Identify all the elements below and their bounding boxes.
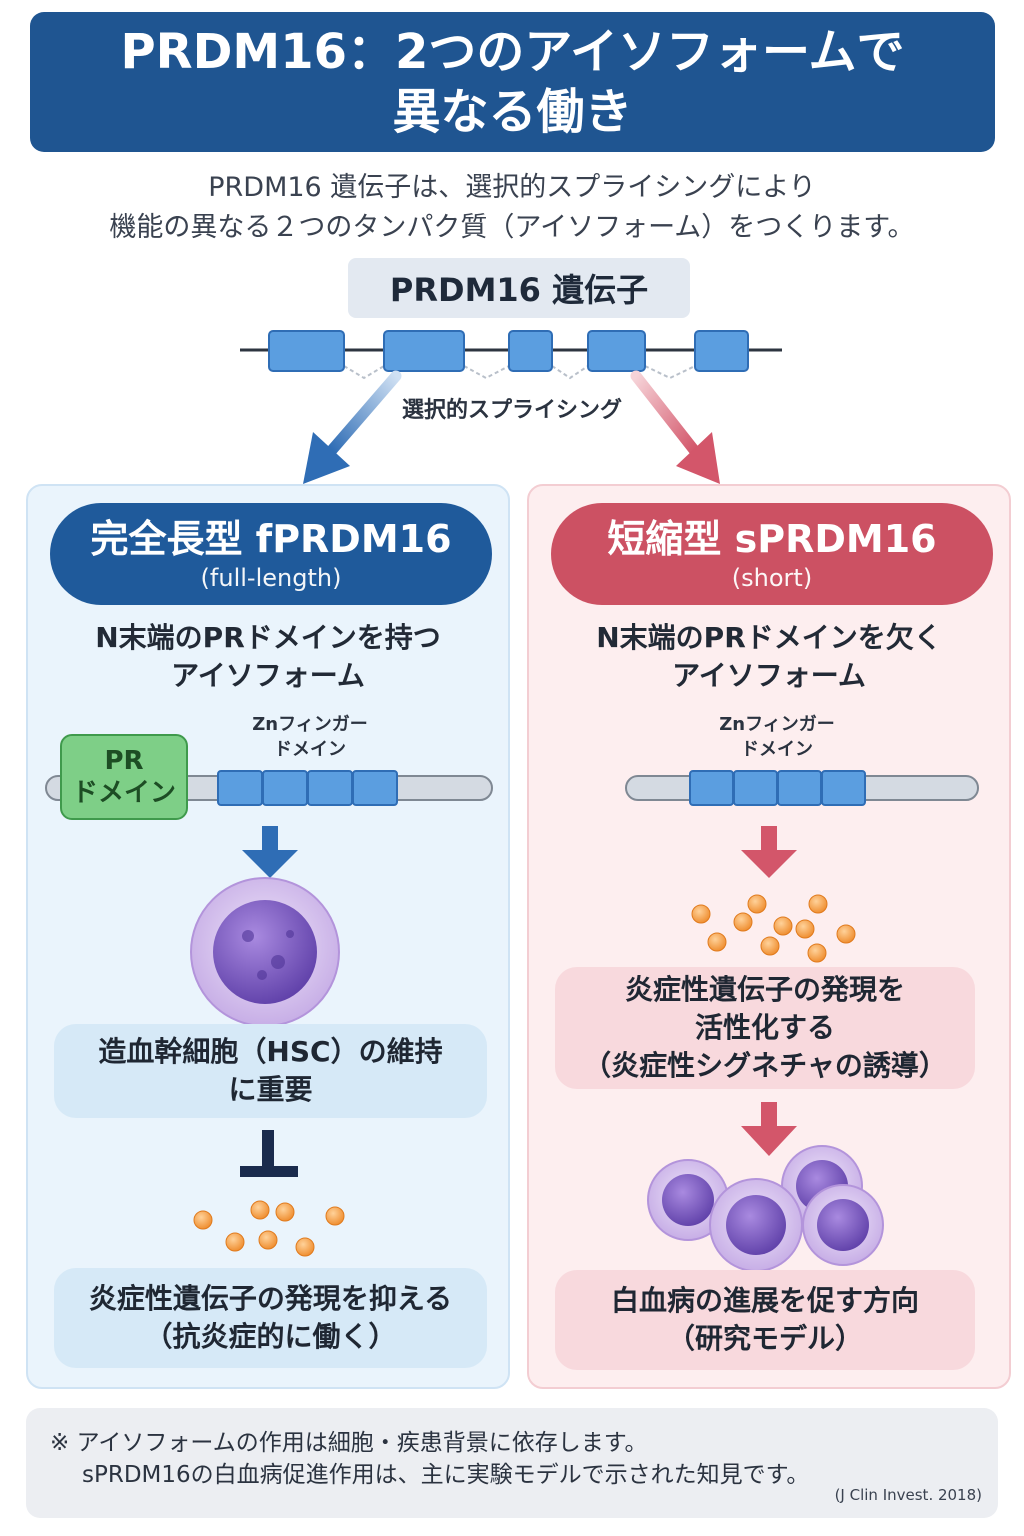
zn-finger-2 xyxy=(733,770,778,806)
sprdm16-subtitle: (short) xyxy=(731,564,813,592)
zn-finger-4 xyxy=(352,770,398,806)
cytokines-right xyxy=(691,894,856,963)
arrow-down-right-1 xyxy=(741,826,797,878)
exon-4 xyxy=(587,330,646,372)
fprdm16-desc-line2: アイソフォーム xyxy=(171,659,365,692)
sprdm16-desc-line2: アイソフォーム xyxy=(672,659,866,692)
footnote-line2: sPRDM16の白血病促進作用は、主に実験モデルで示された知見です。 xyxy=(82,1462,810,1488)
footnote-box xyxy=(26,1408,998,1518)
page-title-line2: 異なる働き xyxy=(392,84,633,140)
title-banner: PRDM16：2つのアイソフォームで 異なる働き xyxy=(30,12,995,152)
sprdm16-header: 短縮型 sPRDM16 (short) xyxy=(551,503,993,605)
hsc-maintenance-box: 造血幹細胞（HSC）の維持 に重要 xyxy=(54,1024,487,1118)
fprdm16-title: 完全長型 fPRDM16 xyxy=(90,517,452,561)
exon-1 xyxy=(268,330,345,372)
arrow-down-right-2 xyxy=(741,1102,797,1156)
zn-finger-3 xyxy=(777,770,822,806)
hsc-line1: 造血幹細胞（HSC）の維持 xyxy=(98,1035,443,1068)
citation: (J Clin Invest. 2018) xyxy=(834,1486,982,1504)
hsc-line2: に重要 xyxy=(228,1073,313,1106)
leukemia-cell-cluster xyxy=(647,1145,884,1272)
infl-line1: 炎症性遺伝子の発現を xyxy=(624,973,905,1006)
zn-finger-4 xyxy=(821,770,866,806)
sprdm16-title: 短縮型 sPRDM16 xyxy=(607,517,937,561)
footnote-line1: ※ アイソフォームの作用は細胞・疾患背景に依存します。 xyxy=(50,1430,648,1456)
zn-finger-label-right: Znフィンガー ドメイン xyxy=(677,712,877,762)
exon-2 xyxy=(383,330,465,372)
pr-domain-line2: ドメイン xyxy=(71,778,176,808)
infl-line3: （炎症性シグネチャの誘導） xyxy=(583,1049,947,1082)
hsc-cell xyxy=(190,877,340,1027)
zn-finger-1 xyxy=(217,770,263,806)
pr-domain-box: PR ドメイン xyxy=(60,734,188,820)
cytokines-left xyxy=(193,1200,345,1257)
zn-label-line1: Znフィンガー xyxy=(719,714,835,735)
zn-label-line1: Znフィンガー xyxy=(252,714,368,735)
zn-finger-label-left: Znフィンガー ドメイン xyxy=(210,712,410,762)
sprdm16-description: N末端のPRドメインを欠く アイソフォーム xyxy=(527,619,1011,695)
anti-line1: 炎症性遺伝子の発現を抑える xyxy=(88,1282,453,1315)
gene-label: PRDM16 遺伝子 xyxy=(348,258,690,318)
zn-finger-3 xyxy=(307,770,353,806)
fprdm16-header: 完全長型 fPRDM16 (full-length) xyxy=(50,503,492,605)
anti-inflammatory-box: 炎症性遺伝子の発現を抑える （抗炎症的に働く） xyxy=(54,1268,487,1368)
zn-label-line2: ドメイン xyxy=(741,739,813,760)
inhibition-symbol xyxy=(240,1130,298,1177)
zn-label-line2: ドメイン xyxy=(274,739,346,760)
infl-line2: 活性化する xyxy=(694,1011,835,1044)
leuk-line1: 白血病の進展を促す方向 xyxy=(610,1284,919,1317)
page-title-line1: PRDM16：2つのアイソフォームで xyxy=(120,24,905,80)
inflammatory-activation-box: 炎症性遺伝子の発現を 活性化する （炎症性シグネチャの誘導） xyxy=(555,967,975,1089)
fprdm16-description: N末端のPRドメインを持つ アイソフォーム xyxy=(26,619,510,695)
splice-arrow-left xyxy=(303,370,402,484)
sprdm16-protein xyxy=(625,770,979,806)
anti-line2: （抗炎症的に働く） xyxy=(144,1320,397,1353)
splicing-label: 選択的スプライシング xyxy=(401,398,622,423)
leuk-line2: （研究モデル） xyxy=(666,1322,863,1355)
intro-text: PRDM16 遺伝子は、選択的スプライシングにより 機能の異なる２つのタンパク質… xyxy=(0,168,1024,248)
sprdm16-desc-line1: N末端のPRドメインを欠く xyxy=(596,621,942,654)
zn-finger-2 xyxy=(262,770,308,806)
fprdm16-subtitle: (full-length) xyxy=(200,564,342,592)
intro-line2: 機能の異なる２つのタンパク質（アイソフォーム）をつくります。 xyxy=(109,212,915,243)
exon-3 xyxy=(508,330,553,372)
exon-5 xyxy=(694,330,749,372)
zn-finger-1 xyxy=(689,770,734,806)
gene-diagram xyxy=(240,330,782,380)
splice-arrow-right xyxy=(630,370,720,484)
fprdm16-desc-line1: N末端のPRドメインを持つ xyxy=(95,621,441,654)
pr-domain-line1: PR xyxy=(104,746,144,776)
arrow-down-left xyxy=(242,826,298,878)
intro-line1: PRDM16 遺伝子は、選択的スプライシングにより xyxy=(208,172,816,203)
leukemia-progression-box: 白血病の進展を促す方向 （研究モデル） xyxy=(555,1270,975,1370)
